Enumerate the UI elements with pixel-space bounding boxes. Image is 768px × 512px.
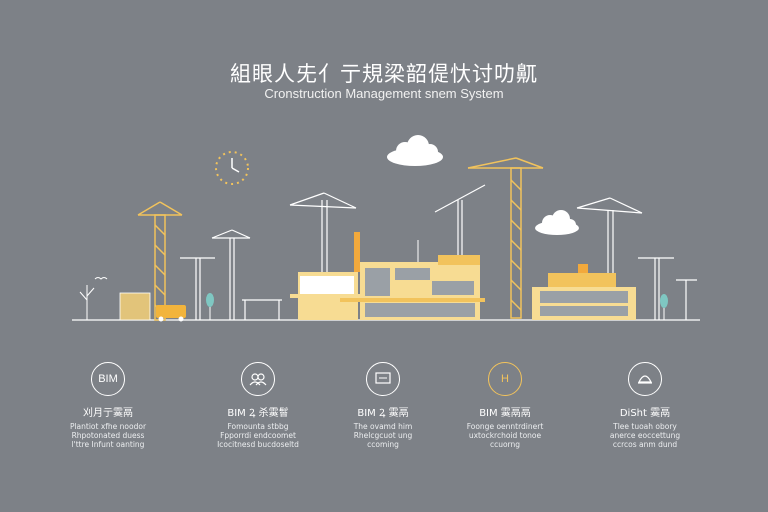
- feature-label: BIM Ꝝ 杀霙鬙: [227, 408, 289, 419]
- construction-illustration: [72, 135, 700, 322]
- crane-white-1: [180, 257, 215, 320]
- feature-description: Plantiot xfhe noodor Rhpotonated duess l…: [69, 422, 147, 449]
- feature-item-monitor[interactable]: BIM Ꝝ 霙鬲 The ovamd him Rhelcgcuot ung cc…: [318, 362, 448, 449]
- feature-label: BIM 霙鬲鬲: [479, 408, 531, 419]
- feature-description: Tlee tuoah obory anerce eoccettung ccrco…: [609, 422, 681, 449]
- feature-label: DiSht 霙鬲: [619, 408, 671, 419]
- tree-icon: [206, 293, 214, 307]
- shelter: [242, 299, 282, 320]
- right-building: [532, 264, 636, 320]
- feature-list: BIM 刈月亍霙鬲 Plantiot xfhe noodor Rhpotonat…: [0, 362, 768, 472]
- scaffold: [119, 292, 151, 321]
- feature-item-structure[interactable]: H BIM 霙鬲鬲 Foonge oenntrdinert uxtockrcho…: [440, 362, 570, 449]
- helmet-icon: [628, 362, 662, 396]
- bird-icon: [94, 277, 108, 280]
- page-subtitle: Cronstruction Management snem System: [264, 86, 504, 101]
- cloud-icon: [535, 210, 579, 235]
- tree-icon: [79, 285, 95, 320]
- crane-white-4: [434, 184, 486, 262]
- crane-white-5: [576, 197, 643, 275]
- feature-label: 刈月亍霙鬲: [83, 408, 133, 419]
- crane-left: [137, 201, 183, 321]
- crane-white-6: [638, 257, 674, 320]
- feature-label: BIM Ꝝ 霙鬲: [357, 408, 409, 419]
- structure-icon: H: [488, 362, 522, 396]
- page-title: 組眼人兂亻亍規梁韶偍忕讨叻鼿: [230, 62, 538, 86]
- truck: [156, 305, 186, 318]
- crane-white-3: [289, 192, 357, 272]
- feature-description: The ovamd him Rhelcgcuot ung ccoming: [353, 422, 413, 449]
- team-icon: [241, 362, 275, 396]
- feature-item-team[interactable]: BIM Ꝝ 杀霙鬙 Fomounta stbbg Fpporrdi endcoo…: [193, 362, 323, 449]
- feature-item-bim[interactable]: BIM 刈月亍霙鬲 Plantiot xfhe noodor Rhpotonat…: [43, 362, 173, 449]
- crane-white-2: [211, 229, 251, 320]
- feature-item-helmet[interactable]: DiSht 霙鬲 Tlee tuoah obory anerce eoccett…: [580, 362, 710, 449]
- crane-right: [467, 157, 544, 319]
- crane-white-7: [676, 279, 697, 320]
- monitor-icon: [366, 362, 400, 396]
- cloud-icon: [387, 135, 443, 166]
- tree-icon: [660, 294, 668, 308]
- main-building: [290, 232, 485, 320]
- clock-icon: [215, 151, 249, 185]
- feature-description: Fomounta stbbg Fpporrdi endcoomet Icocit…: [217, 422, 299, 449]
- bim-icon: BIM: [91, 362, 125, 396]
- feature-description: Foonge oenntrdinert uxtockrchoid tonoe c…: [466, 422, 544, 449]
